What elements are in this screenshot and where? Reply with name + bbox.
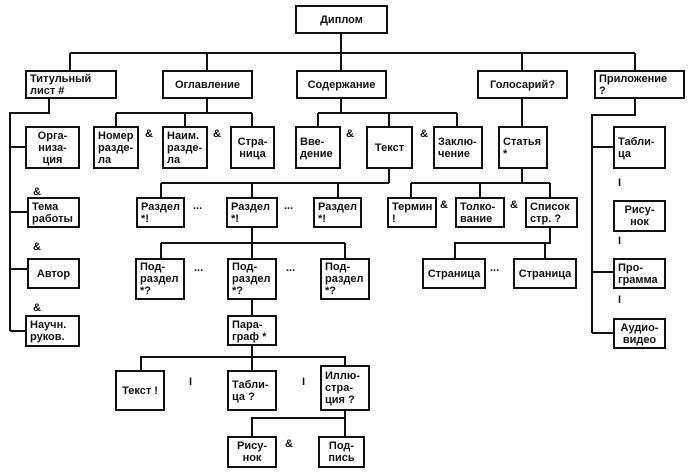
node-caption: Под- пись: [318, 436, 365, 468]
node-subsection-1: Под- раздел *?: [135, 258, 185, 300]
and-symbol: &: [510, 199, 518, 211]
and-symbol: &: [145, 128, 153, 140]
node-work-topic: Тема работы: [27, 197, 80, 228]
ellipsis: ...: [193, 200, 203, 212]
node-conclusion: Заклю- чение: [433, 126, 483, 169]
node-diplom: Диплом: [295, 5, 388, 34]
ellipsis: ...: [284, 200, 294, 212]
node-section-1: Раздел *!: [136, 197, 185, 228]
node-article: Статья *: [498, 126, 548, 169]
node-app-program: Про- грамма: [613, 258, 666, 289]
node-author: Автор: [27, 258, 80, 289]
or-symbol: I: [618, 235, 622, 247]
node-glossary-page-1: Страница: [422, 258, 486, 289]
and-symbol: &: [285, 438, 293, 450]
node-content: Содержание: [296, 70, 387, 99]
node-section-2: Раздел *!: [226, 197, 278, 228]
node-section-3: Раздел *!: [313, 197, 362, 228]
node-app-figure: Рису- нок: [613, 200, 666, 232]
node-subsection-2: Под- раздел *?: [227, 258, 277, 300]
or-symbol: I: [618, 294, 622, 306]
node-supervisor: Научн. руков.: [25, 315, 80, 347]
node-toc: Оглавление: [162, 70, 253, 99]
ellipsis: ...: [286, 262, 296, 274]
node-figure: Рису- нок: [227, 436, 277, 468]
ellipsis: ...: [490, 262, 500, 274]
and-symbol: &: [33, 241, 41, 253]
node-paragraph-text: Текст !: [115, 370, 165, 411]
node-app-table: Табли- ца: [613, 126, 666, 169]
node-paragraph-illustration: Иллю- стра- ция ?: [320, 365, 370, 411]
node-organization: Орга- низа- ция: [25, 126, 80, 169]
node-glossary: Голосарий?: [477, 70, 568, 99]
and-symbol: &: [213, 128, 221, 140]
node-interpretation: Толко- вание: [455, 197, 505, 228]
node-app-audiovideo: Аудио- видео: [613, 318, 666, 349]
node-section-name: Наим. разде- ла: [162, 126, 208, 169]
node-paragraph-table: Табли- ца ?: [227, 370, 277, 411]
or-symbol: I: [189, 376, 193, 388]
node-term: Термин !: [387, 197, 437, 228]
and-symbol: &: [33, 186, 41, 198]
node-glossary-page-2: Страница: [513, 258, 577, 289]
node-intro: Вве- дение: [295, 126, 341, 169]
or-symbol: I: [618, 177, 622, 189]
node-text: Текст: [366, 126, 413, 169]
node-page: Стра- ница: [230, 126, 275, 169]
and-symbol: &: [33, 302, 41, 314]
node-subsection-3: Под- раздел *?: [320, 258, 370, 300]
node-section-number: Номер разде- ла: [93, 126, 139, 169]
and-symbol: &: [420, 128, 428, 140]
node-page-list: Список стр. ?: [525, 197, 578, 228]
node-appendix: Приложение ?: [594, 70, 685, 99]
node-paragraph: Пара- граф *: [227, 315, 277, 346]
and-symbol: &: [440, 199, 448, 211]
or-symbol: I: [302, 376, 306, 388]
ellipsis: ...: [194, 262, 204, 274]
node-title-page: Титульный лист #: [25, 70, 117, 99]
and-symbol: &: [346, 128, 354, 140]
